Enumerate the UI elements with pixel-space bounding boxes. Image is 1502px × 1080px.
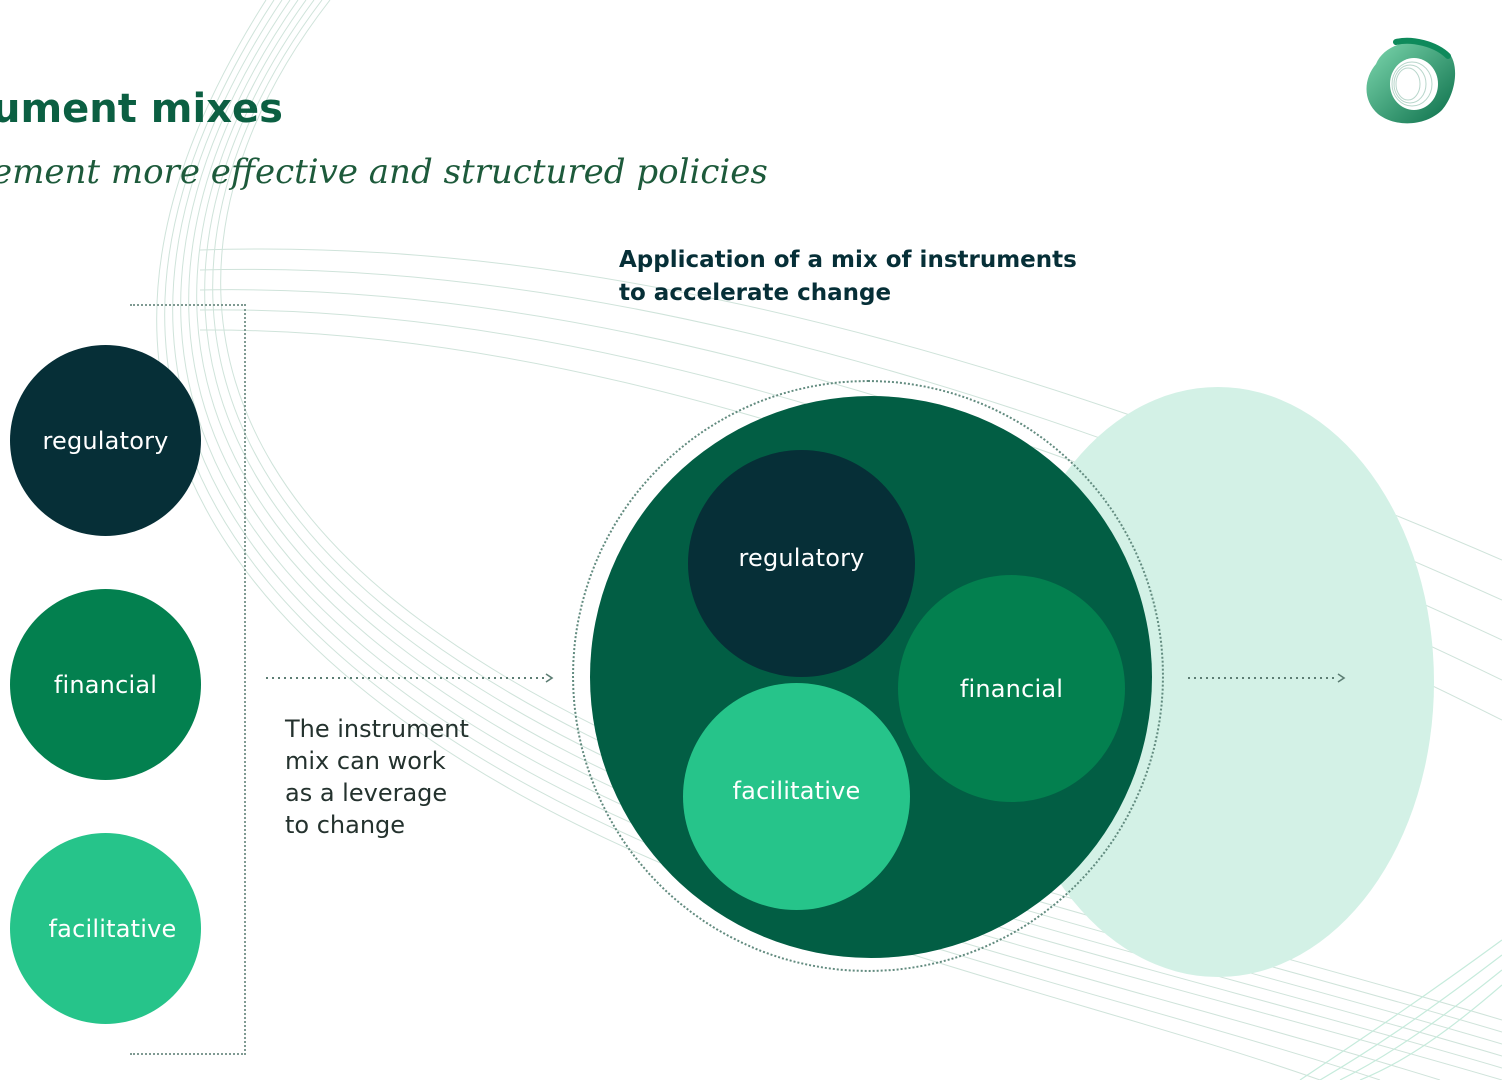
mix-financial-label: financial xyxy=(959,674,1064,703)
page-title: ument mixes xyxy=(0,86,283,132)
arrow-to-mix-icon xyxy=(266,673,554,683)
left-regulatory-circle: regulatory xyxy=(10,345,201,536)
note-line-3: as a leverage xyxy=(285,779,448,807)
left-facilitative-label: facilitative xyxy=(48,914,177,943)
brand-logo-icon xyxy=(1366,37,1456,124)
note-line-4: to change xyxy=(285,811,406,839)
left-financial-circle: financial xyxy=(10,589,201,780)
left-financial-label: financial xyxy=(53,670,158,699)
left-bracket-divider xyxy=(130,304,246,1055)
mix-regulatory-circle: regulatory xyxy=(688,450,915,677)
mix-heading-line-2: to accelerate change xyxy=(619,280,892,306)
mix-heading: Application of a mix of instruments to a… xyxy=(619,244,1099,310)
arrow-to-outcome-icon xyxy=(1188,673,1346,683)
mix-regulatory-label: regulatory xyxy=(738,543,865,572)
leverage-note: The instrument mix can work as a leverag… xyxy=(285,713,505,841)
mix-facilitative-circle: facilitative xyxy=(683,683,910,910)
mix-dotted-ring xyxy=(572,380,1164,972)
mix-financial-circle: financial xyxy=(898,575,1125,802)
left-regulatory-label: regulatory xyxy=(42,426,169,455)
note-line-1: The instrument xyxy=(285,715,469,743)
page-subtitle: ement more effective and structured poli… xyxy=(0,152,768,192)
mix-facilitative-label: facilitative xyxy=(732,776,861,805)
note-line-2: mix can work xyxy=(285,747,446,775)
mix-heading-line-1: Application of a mix of instruments xyxy=(619,247,1077,273)
left-facilitative-circle: facilitative xyxy=(10,833,201,1024)
